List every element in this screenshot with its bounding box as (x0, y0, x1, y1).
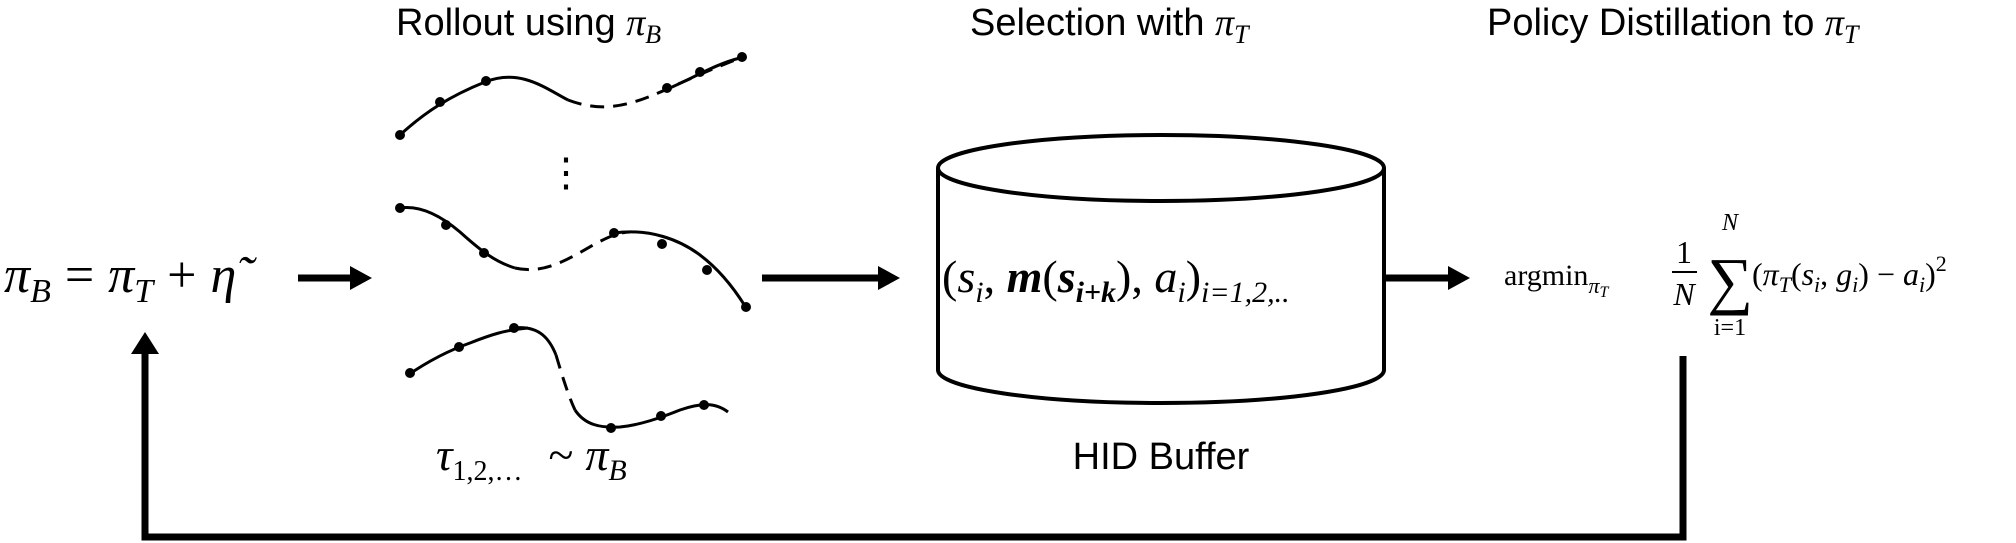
objective-power: 2 (1936, 251, 1947, 276)
feedback-loop-arrowhead (131, 332, 159, 354)
heading-selection-sub: T (1234, 20, 1250, 49)
trajectory-2 (399, 205, 747, 307)
buffer-contents: (si, m(si+k), ai)i=1,2,.. (942, 251, 1290, 309)
buffer-comma1: , (984, 251, 1007, 302)
heading-selection-pi: π (1215, 2, 1235, 44)
buffer-s-sub: i (975, 276, 983, 309)
objective-frac-den: N (1672, 276, 1696, 312)
objective-close: ) (1925, 256, 1936, 292)
policy-noise: η̃ (210, 247, 257, 304)
objective-g: g (1836, 256, 1852, 292)
heading-rollout-sub: B (645, 20, 661, 49)
objective-pi: π (1763, 256, 1780, 292)
policy-lhs-pi: π (4, 247, 32, 304)
arrow-to-rollout (298, 266, 372, 290)
buffer-a-sub: i (1177, 276, 1185, 309)
trajectory-3 (407, 326, 729, 429)
policy-rhs-sub: T (134, 273, 155, 310)
objective-argmin: argminπT (1504, 259, 1609, 301)
objective-a: a (1903, 256, 1919, 292)
objective-argmin-pi: π (1588, 273, 1600, 298)
trajectory-1 (398, 56, 741, 137)
trajectory-pi: π (585, 429, 610, 480)
heading-distillation: Policy Distillation to πT (1487, 2, 1860, 49)
buffer-label: HID Buffer (1073, 436, 1250, 478)
buffer-close: ) (1186, 251, 1201, 302)
buffer-comma2: , (1131, 251, 1154, 302)
policy-rhs-pi: π (108, 247, 136, 304)
trajectory-tau: τ (436, 429, 454, 480)
trajectory-2-points (395, 203, 751, 312)
trajectory-pi-sub: B (608, 454, 626, 487)
buffer-paren-open2: ( (1042, 251, 1057, 302)
objective-g-sub: i (1852, 272, 1858, 297)
heading-rollout-pi: π (626, 2, 646, 44)
arrow-to-buffer (762, 266, 900, 290)
objective-argmin-word: argmin (1504, 259, 1588, 292)
objective-args-open: ( (1791, 256, 1802, 292)
buffer-paren-close2: ) (1116, 251, 1131, 302)
heading-selection: Selection with πT (970, 2, 1250, 49)
trajectory-1-points (395, 52, 747, 140)
objective-open: ( (1752, 256, 1763, 292)
objective-a-sub: i (1919, 272, 1925, 297)
buffer-a: a (1154, 251, 1177, 302)
objective-sum-lower: i=1 (1714, 315, 1746, 341)
buffer-s2: s (1057, 251, 1076, 302)
trajectory-ellipsis: ⋮ (546, 150, 586, 195)
policy-lhs-sub: B (30, 273, 51, 310)
buffer-s2-sub: i+k (1076, 276, 1116, 309)
policy-plus: + (167, 247, 196, 304)
objective-pi-sub: T (1779, 272, 1793, 297)
buffer-m: m (1007, 251, 1043, 302)
heading-distill-sub: T (1844, 20, 1860, 49)
objective-comma: , (1820, 256, 1836, 292)
hid-buffer-cylinder (936, 133, 1386, 405)
objective-minus: − (1869, 256, 1903, 292)
objective-sum-upper: N (1721, 210, 1740, 236)
buffer-s: s (957, 251, 975, 302)
objective-s: s (1802, 256, 1814, 292)
heading-distill-pi: π (1825, 2, 1845, 44)
heading-selection-text: Selection with (970, 2, 1215, 44)
distillation-objective: argminπT 1 N N ∑ i=1 (πT(si, gi) − ai)2 (1504, 210, 1947, 341)
trajectory-label: τ1,2,… ~πB (436, 429, 627, 487)
trajectory-tau-sub: 1,2,… (452, 456, 522, 487)
feedback-loop-arrow (141, 352, 1687, 541)
policy-equation: πB=πT+η̃ (4, 247, 257, 310)
objective-argmin-t: T (1599, 284, 1609, 301)
objective-args-close: ) (1858, 256, 1869, 292)
heading-rollout: Rollout using πB (396, 2, 661, 49)
objective-body: (πT(si, gi) − ai)2 (1752, 251, 1947, 297)
buffer-index-sub: i=1,2,.. (1201, 276, 1290, 309)
heading-distill-text: Policy Distillation to (1487, 2, 1825, 44)
buffer-open: ( (942, 251, 957, 302)
policy-eq: = (65, 247, 94, 304)
objective-sum-symbol: ∑ (1707, 245, 1753, 316)
objective-frac-num: 1 (1676, 234, 1692, 270)
trajectory-sim: ~ (548, 429, 573, 480)
heading-rollout-text: Rollout using (396, 2, 626, 44)
trajectory-3-points (405, 323, 709, 433)
objective-s-sub: i (1814, 272, 1820, 297)
arrow-to-objective (1382, 266, 1470, 290)
